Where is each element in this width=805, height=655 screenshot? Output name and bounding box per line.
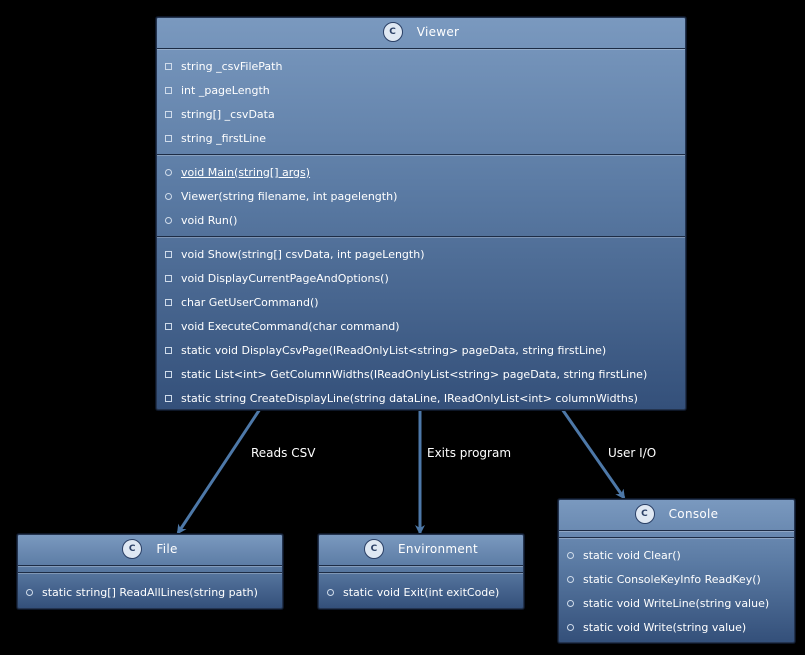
file-methods: static string[] ReadAllLines(string path… [18,574,282,608]
private-marker-icon [165,347,172,354]
public-marker-icon [165,169,172,176]
method-row: void Main(string[] args) [157,160,685,184]
class-file[interactable]: C File static string[] ReadAllLines(stri… [17,534,283,609]
method-row: static ConsoleKeyInfo ReadKey() [559,567,794,591]
private-marker-icon [165,275,172,282]
public-marker-icon [567,552,574,559]
class-environment-title: Environment [398,542,478,556]
field-row: int _pageLength [157,78,685,102]
class-console[interactable]: C Console static void Clear() static Con… [558,499,795,643]
relation-label-file: Reads CSV [251,446,316,460]
class-badge-icon: C [382,22,403,42]
private-marker-icon [165,395,172,402]
divider [18,572,282,574]
private-marker-icon [165,299,172,306]
method-row: static void Write(string value) [559,615,794,639]
field-row: string[] _csvData [157,102,685,126]
private-marker-icon [165,371,172,378]
class-badge-icon: C [122,539,143,559]
viewer-fields: string _csvFilePath int _pageLength stri… [157,50,685,154]
method-row: static string CreateDisplayLine(string d… [157,386,685,410]
divider [319,572,523,574]
arrow-viewer-to-console [560,408,626,500]
method-row: void ExecuteCommand(char command) [157,314,685,338]
class-viewer[interactable]: C Viewer string _csvFilePath int _pageLe… [156,17,686,410]
private-marker-icon [165,323,172,330]
method-row: void Run() [157,208,685,232]
class-viewer-title: Viewer [416,25,460,39]
viewer-public-methods: void Main(string[] args) Viewer(string f… [157,156,685,236]
public-marker-icon [26,589,33,596]
environment-methods: static void Exit(int exitCode) [319,574,523,608]
relation-label-console: User I/O [608,446,657,460]
method-row: static void DisplayCsvPage(IReadOnlyList… [157,338,685,362]
method-row: static void Clear() [559,543,794,567]
public-marker-icon [165,217,172,224]
class-viewer-header: C Viewer [157,18,685,46]
divider [319,565,523,567]
divider [157,48,685,50]
divider [18,565,282,567]
class-file-title: File [156,542,178,556]
private-marker-icon [165,111,172,118]
class-console-header: C Console [559,500,794,528]
class-environment-header: C Environment [319,535,523,563]
private-marker-icon [165,251,172,258]
method-row: void Show(string[] csvData, int pageLeng… [157,242,685,266]
method-row: char GetUserCommand() [157,290,685,314]
method-row: static void WriteLine(string value) [559,591,794,615]
method-row: static string[] ReadAllLines(string path… [18,580,282,604]
divider [559,530,794,532]
class-environment[interactable]: C Environment static void Exit(int exitC… [318,534,524,609]
arrow-viewer-to-file [176,408,262,535]
class-badge-icon: C [634,504,655,524]
field-row: string _csvFilePath [157,54,685,78]
class-file-header: C File [18,535,282,563]
class-console-title: Console [668,507,719,521]
private-marker-icon [165,135,172,142]
divider [157,154,685,156]
public-marker-icon [165,193,172,200]
method-row: void DisplayCurrentPageAndOptions() [157,266,685,290]
divider [157,236,685,238]
public-marker-icon [567,576,574,583]
method-row: static void Exit(int exitCode) [319,580,523,604]
divider [559,537,794,539]
public-marker-icon [327,589,334,596]
class-badge-icon: C [364,539,385,559]
viewer-private-methods: void Show(string[] csvData, int pageLeng… [157,238,685,414]
public-marker-icon [567,600,574,607]
method-row: Viewer(string filename, int pagelength) [157,184,685,208]
method-row: static List<int> GetColumnWidths(IReadOn… [157,362,685,386]
relation-label-environment: Exits program [427,446,512,460]
public-marker-icon [567,624,574,631]
private-marker-icon [165,63,172,70]
field-row: string _firstLine [157,126,685,150]
private-marker-icon [165,87,172,94]
console-methods: static void Clear() static ConsoleKeyInf… [559,539,794,643]
